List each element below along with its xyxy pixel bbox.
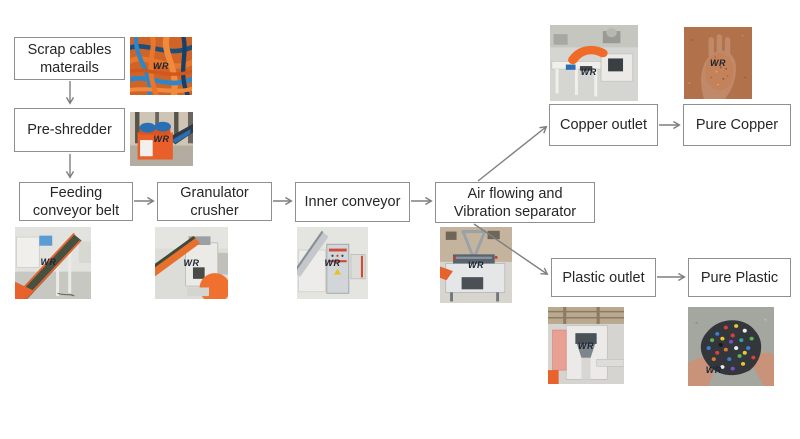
node-pure-copper: Pure Copper <box>683 104 791 146</box>
plastic-outlet-illustration <box>548 307 624 384</box>
node-inner-conveyor-label: Inner conveyor <box>304 194 401 210</box>
pure-plastic-illustration <box>688 307 774 386</box>
node-granulator-label-line2: crusher <box>190 202 239 219</box>
node-pre-shredder-label: Pre-shredder <box>27 122 112 138</box>
node-scrap-cables: Scrap cables materails <box>14 37 125 80</box>
photo-copper-outlet-machine: WR <box>550 25 638 101</box>
air-vibration-separator-illustration <box>440 227 512 303</box>
node-feeding-label-line2: conveyor belt <box>32 202 120 219</box>
photo-feeding-conveyor: WR <box>15 227 91 299</box>
pre-shredder-illustration <box>130 112 193 166</box>
node-granulator-crusher: Granulator crusher <box>157 182 272 221</box>
node-pure-copper-label: Pure Copper <box>695 117 779 133</box>
granulator-crusher-illustration <box>155 227 228 299</box>
photo-scrap-cables: WR <box>130 37 192 95</box>
node-pure-plastic-label: Pure Plastic <box>700 269 779 286</box>
node-scrap-cables-label-line1: Scrap cables <box>27 41 112 58</box>
node-air-label-line1: Air flowing and <box>467 185 563 202</box>
node-feeding-conveyor-belt: Feeding conveyor belt <box>19 182 133 221</box>
feeding-conveyor-illustration <box>15 227 91 299</box>
photo-plastic-outlet-machine: WR <box>548 307 624 384</box>
node-plastic-outlet: Plastic outlet <box>551 258 656 297</box>
photo-air-vibration-separator: WR <box>440 227 512 303</box>
photo-granulator-crusher: WR <box>155 227 228 299</box>
node-copper-outlet: Copper outlet <box>549 104 658 146</box>
scrap-cables-illustration <box>130 37 192 95</box>
photo-pre-shredder: WR <box>130 112 193 166</box>
photo-inner-conveyor: WR <box>297 227 368 299</box>
photo-pure-copper-granules: WR <box>684 27 752 99</box>
inner-conveyor-illustration <box>297 227 368 299</box>
node-inner-conveyor: Inner conveyor <box>295 182 410 222</box>
node-air-label-line2: Vibration separator <box>453 203 577 220</box>
photo-pure-plastic-granules: WR <box>688 307 774 386</box>
node-pre-shredder: Pre-shredder <box>14 108 125 152</box>
pure-copper-illustration <box>684 27 752 99</box>
node-scrap-cables-label-line2: materails <box>40 59 99 76</box>
arrow-air-to-copper-outlet <box>477 125 548 182</box>
node-copper-outlet-label: Copper outlet <box>559 117 648 133</box>
node-air-vibration-separator: Air flowing and Vibration separator <box>435 182 595 223</box>
copper-outlet-illustration <box>550 25 638 101</box>
node-feeding-label-line1: Feeding <box>49 184 103 201</box>
node-pure-plastic: Pure Plastic <box>688 258 791 297</box>
node-granulator-label-line1: Granulator <box>180 184 249 201</box>
node-plastic-outlet-label: Plastic outlet <box>562 269 645 286</box>
